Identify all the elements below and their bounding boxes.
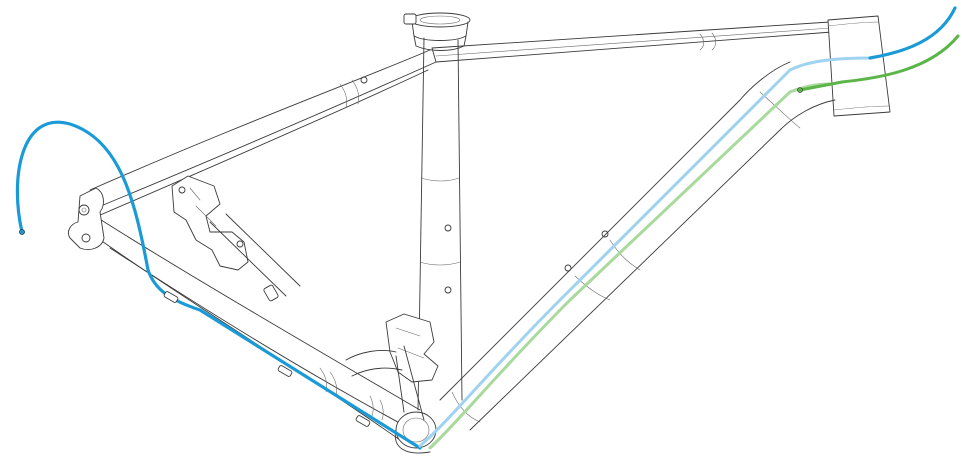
rear-dropout-icon bbox=[67, 187, 105, 250]
bottle-cage-bolt-icon bbox=[444, 286, 452, 294]
cable-guides bbox=[163, 291, 371, 427]
chain-stays bbox=[91, 217, 421, 441]
cable-end-icon bbox=[19, 229, 25, 235]
derailleur-cable bbox=[428, 34, 960, 450]
bottle-cage-bolt-icon bbox=[601, 230, 609, 238]
front-derailleur-mount-icon bbox=[345, 313, 439, 421]
seat-clamp-icon bbox=[403, 12, 471, 51]
seat-stays bbox=[89, 49, 437, 217]
disc-brake-mount-icon bbox=[171, 175, 301, 302]
rear-brake-cable bbox=[15, 6, 957, 450]
head-tube bbox=[827, 15, 891, 117]
bottle-cage-bolt-icon bbox=[564, 264, 572, 272]
top-tube bbox=[431, 21, 833, 63]
bottle-cage-bolt-icon bbox=[444, 224, 452, 232]
